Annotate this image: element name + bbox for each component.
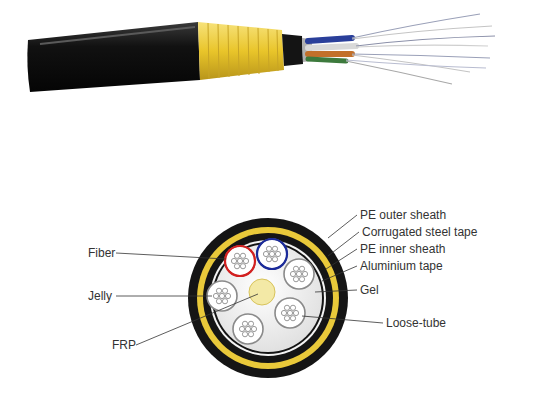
loose-tube bbox=[275, 298, 305, 328]
inner-sheath bbox=[282, 34, 303, 66]
pe-inner-sheath bbox=[203, 233, 333, 363]
part-label: Jelly bbox=[88, 289, 112, 303]
corrugated-steel-ring bbox=[197, 227, 339, 369]
part-label: Gel bbox=[360, 283, 379, 297]
part-label: PE outer sheath bbox=[360, 208, 446, 222]
cable-side-view bbox=[27, 14, 495, 92]
red-tube-outline bbox=[225, 246, 255, 276]
part-label: FRP bbox=[112, 338, 136, 352]
fibers bbox=[346, 14, 495, 84]
blue-tube-outline bbox=[257, 239, 287, 269]
part-label: Corrugated steel tape bbox=[362, 225, 477, 239]
sheath-highlight bbox=[40, 27, 195, 44]
loose-tube bbox=[257, 239, 287, 269]
part-label: Loose-tube bbox=[386, 316, 446, 330]
part-label: Aluminium tape bbox=[360, 259, 443, 273]
loose-tube bbox=[233, 314, 263, 344]
cable-cross-section bbox=[188, 218, 348, 378]
outer-sheath bbox=[27, 22, 200, 92]
corrugation-lines bbox=[208, 23, 278, 79]
corrugated-steel-tape bbox=[198, 22, 284, 80]
pe-outer-sheath bbox=[188, 218, 348, 378]
loose-tube bbox=[225, 246, 255, 276]
part-label: Fiber bbox=[88, 246, 115, 260]
loose-tubes bbox=[308, 38, 356, 61]
leader-lines bbox=[116, 215, 383, 345]
loose-tube bbox=[284, 259, 314, 289]
frp-member bbox=[249, 279, 275, 305]
part-label: PE inner sheath bbox=[360, 242, 445, 256]
